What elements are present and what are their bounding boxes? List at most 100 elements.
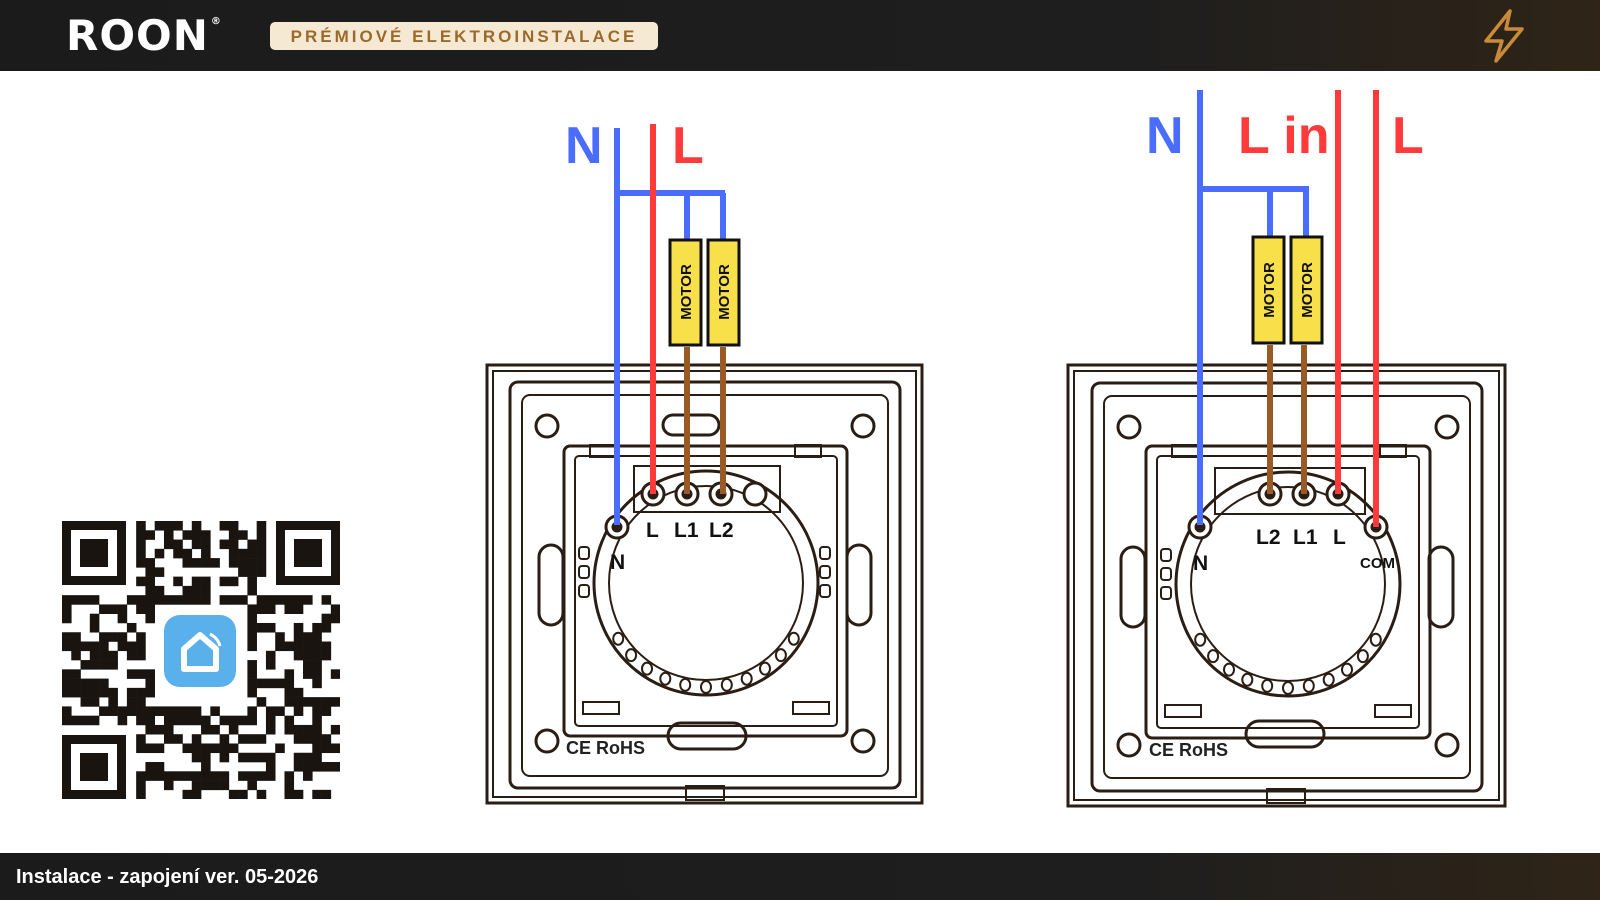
qr-module (108, 632, 118, 642)
qr-module (89, 697, 100, 707)
qr-module (321, 697, 332, 707)
qr-module (163, 521, 174, 531)
qr-module (312, 762, 322, 772)
qr-module (312, 669, 322, 679)
qr-code (62, 521, 340, 799)
qr-module (228, 576, 239, 587)
right-ce-rohs-mark: CE RoHS (1149, 740, 1228, 760)
qr-module (173, 595, 183, 605)
qr-module (238, 558, 248, 568)
dial-notch (659, 671, 672, 686)
qr-module (62, 706, 72, 716)
qr-module (182, 789, 193, 799)
qr-module (303, 641, 313, 652)
qr-module (238, 752, 248, 763)
qr-finder-bottom-left (62, 735, 126, 799)
qr-module (108, 660, 118, 670)
qr-module (284, 687, 295, 698)
qr-module (219, 743, 230, 754)
qr-module (191, 752, 202, 763)
qr-module (89, 641, 100, 652)
qr-module (284, 780, 295, 791)
qr-module (173, 521, 183, 531)
qr-module (191, 558, 202, 568)
qr-module (145, 595, 155, 605)
qr-module (201, 762, 211, 772)
qr-module (238, 595, 248, 605)
qr-module (145, 678, 155, 689)
qr-module (108, 650, 118, 661)
qr-module (256, 567, 267, 577)
dial-notch (1241, 672, 1254, 687)
qr-module (154, 771, 165, 781)
qr-module (247, 604, 257, 614)
qr-module (136, 669, 146, 679)
dial-notch (1207, 649, 1220, 664)
right-neutral-label: N (1146, 107, 1184, 165)
qr-module (173, 706, 183, 716)
qr-module (145, 585, 155, 596)
qr-module (293, 650, 304, 661)
qr-module (330, 669, 340, 679)
qr-module (265, 724, 276, 735)
qr-module (330, 604, 340, 614)
qr-module (303, 669, 313, 679)
qr-module (62, 613, 72, 624)
qr-module (312, 650, 322, 661)
qr-module (247, 567, 257, 577)
qr-module (62, 641, 72, 652)
qr-module (71, 669, 81, 679)
right-terminal-screws (1187, 481, 1389, 540)
qr-module (330, 697, 340, 707)
dial-notch (700, 680, 712, 694)
qr-module (163, 734, 174, 744)
qr-module (247, 780, 257, 791)
qr-module (126, 622, 137, 633)
qr-module (126, 687, 137, 698)
qr-module (284, 669, 295, 679)
footer-bar: Instalace - zapojení ver. 05-2026 (0, 853, 1600, 900)
qr-module (303, 734, 313, 744)
qr-module (312, 743, 322, 754)
qr-module (163, 595, 174, 605)
qr-module (89, 687, 100, 698)
qr-module (284, 678, 295, 689)
qr-module (312, 752, 322, 763)
qr-module (136, 780, 146, 791)
qr-module (256, 789, 267, 799)
qr-module (312, 641, 322, 652)
qr-module (191, 789, 202, 799)
qr-module (201, 771, 211, 781)
qr-module (145, 613, 155, 624)
qr-module (145, 604, 155, 614)
left-live-label: L (672, 117, 704, 175)
qr-module (247, 715, 257, 726)
qr-module (136, 632, 146, 642)
qr-module (154, 595, 165, 605)
qr-module (247, 558, 257, 568)
dial-notch (1282, 681, 1294, 695)
qr-module (62, 595, 72, 605)
qr-module (293, 752, 304, 763)
left-switch-frame (485, 363, 924, 805)
qr-module (201, 548, 211, 559)
qr-module (136, 706, 146, 716)
qr-module (293, 697, 304, 707)
qr-module (201, 539, 211, 550)
qr-module (265, 678, 276, 689)
qr-module (108, 706, 118, 716)
qr-module (247, 660, 257, 670)
qr-module (136, 771, 146, 781)
qr-module (219, 771, 230, 781)
qr-module (145, 576, 155, 587)
qr-module (117, 641, 128, 652)
qr-module (303, 632, 313, 642)
qr-module (256, 548, 267, 559)
qr-module (62, 715, 72, 726)
right-motor-1: MOTOR (1251, 235, 1286, 345)
qr-module (145, 558, 155, 568)
qr-module (145, 743, 155, 754)
qr-module (99, 660, 109, 670)
qr-module (238, 771, 248, 781)
